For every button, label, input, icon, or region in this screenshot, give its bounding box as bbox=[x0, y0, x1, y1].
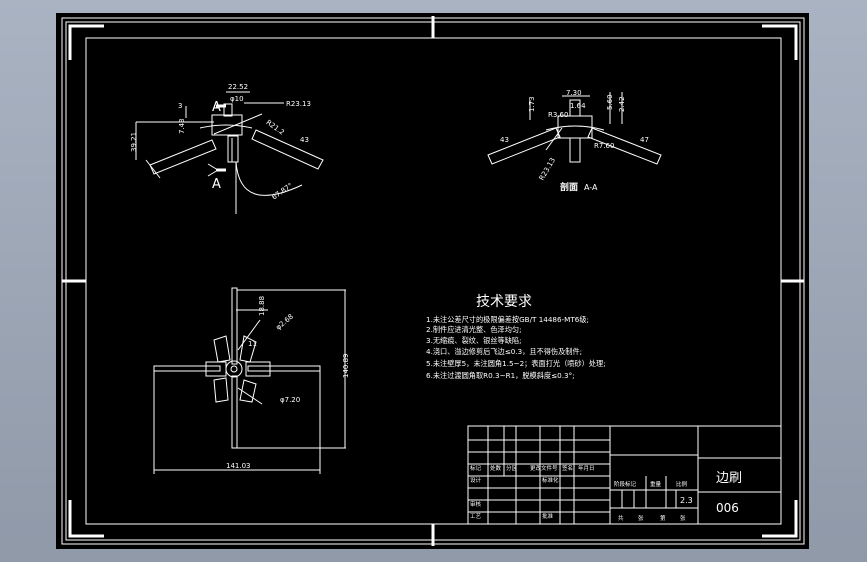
tb-weight-label: 重量 bbox=[650, 480, 662, 488]
title-block: 标记 处数 分区 更改文件号 签名 年月日 设计 标准化 审核 工艺 批准 阶段… bbox=[467, 425, 782, 525]
dim-sec-d4: 1.73 bbox=[528, 96, 536, 112]
tb-scale-label: 比例 bbox=[676, 480, 688, 488]
dim-front-width: 22.52 bbox=[228, 83, 248, 91]
tb-sign-review: 审核 bbox=[470, 500, 482, 508]
tb-sign-design: 设计 bbox=[470, 476, 482, 484]
dim-sec-r2: R7.60 bbox=[594, 142, 614, 150]
section-label-id: A-A bbox=[584, 183, 598, 192]
dim-sec-r1: R3.60 bbox=[548, 111, 568, 119]
tb-sheet-unit-1: 张 bbox=[638, 514, 644, 522]
tb-row-label-5: 签名 bbox=[562, 464, 573, 472]
tb-row-label-4: 更改文件号 bbox=[530, 464, 558, 472]
tb-stage-label: 阶段标记 bbox=[614, 480, 637, 488]
requirement-6: 6.未注过渡圆角取R0.3~R1，脱模斜度≤0.3°; bbox=[426, 371, 575, 380]
tb-sign-approve: 批准 bbox=[542, 512, 554, 520]
tb-part-name: 边刷 bbox=[716, 471, 742, 486]
tb-row-label-6: 年月日 bbox=[578, 464, 595, 472]
dim-sec-d1: 5.60 bbox=[606, 94, 614, 110]
dim-front-r-big: R23.13 bbox=[286, 100, 311, 108]
tb-row-label-1: 标记 bbox=[470, 464, 482, 472]
requirement-5: 5.未注壁厚5，未注圆角1.5~2；表面打光（喷砂）处理; bbox=[426, 359, 606, 368]
dim-plan-d-r: 11 bbox=[248, 340, 257, 348]
dim-plan-bottom: 141.03 bbox=[226, 462, 251, 470]
tb-sign-craft: 工艺 bbox=[470, 513, 482, 520]
dim-front-phi: φ10 bbox=[230, 95, 244, 103]
requirement-3: 3.无缩痕、裂纹、银丝等缺陷; bbox=[426, 336, 522, 345]
front-view bbox=[135, 91, 324, 214]
dim-front-height: 39.21 bbox=[130, 132, 138, 152]
dim-sec-len-right: 47 bbox=[640, 136, 649, 144]
sheet-border bbox=[61, 16, 805, 546]
drawing-sheet bbox=[56, 13, 809, 549]
dim-sec-len-left: 43 bbox=[500, 136, 509, 144]
tb-row-label-2: 处数 bbox=[490, 464, 502, 472]
requirement-2: 2.制件应进清光整、色泽均匀; bbox=[426, 325, 522, 334]
tb-sheet-unit-2: 张 bbox=[680, 514, 686, 522]
requirement-4: 4.浇口、溢边修剪后飞边≤0.3，且不得伤及制件; bbox=[426, 347, 582, 356]
tb-sheet-current: 第 bbox=[660, 514, 666, 522]
dim-sec-d3: 1.64 bbox=[570, 102, 586, 110]
plan-view bbox=[153, 287, 346, 474]
dim-front-d7: 7.43 bbox=[178, 118, 186, 134]
dim-plan-top: 18.88 bbox=[258, 296, 266, 316]
technical-requirements: 技术要求 1.未注公差尺寸的极限偏差按GB/T 14486-MT6级; 2.制件… bbox=[426, 294, 606, 380]
dim-sec-d2: 2.42 bbox=[618, 96, 626, 112]
section-view bbox=[487, 92, 662, 165]
tb-row-label-3: 分区 bbox=[506, 464, 518, 472]
dim-front-d3: 3 bbox=[178, 102, 182, 110]
dim-front-length: 43 bbox=[300, 136, 309, 144]
section-marker-bottom: A bbox=[212, 177, 221, 192]
section-label-name: 剖面 bbox=[560, 181, 578, 193]
tb-sheet-total: 共 bbox=[618, 514, 624, 522]
dim-plan-right: 140.89 bbox=[342, 354, 350, 379]
section-marker-top: A bbox=[212, 100, 221, 115]
requirement-1: 1.未注公差尺寸的极限偏差按GB/T 14486-MT6级; bbox=[426, 315, 589, 324]
tb-scale-value: 2.3 bbox=[680, 496, 693, 505]
dim-sec-width: 7.30 bbox=[566, 89, 582, 97]
requirements-title: 技术要求 bbox=[476, 294, 532, 310]
tb-drawing-number: 006 bbox=[716, 501, 739, 515]
tb-sign-standard: 标准化 bbox=[542, 476, 559, 484]
dim-plan-phi2: φ7.20 bbox=[280, 396, 300, 404]
